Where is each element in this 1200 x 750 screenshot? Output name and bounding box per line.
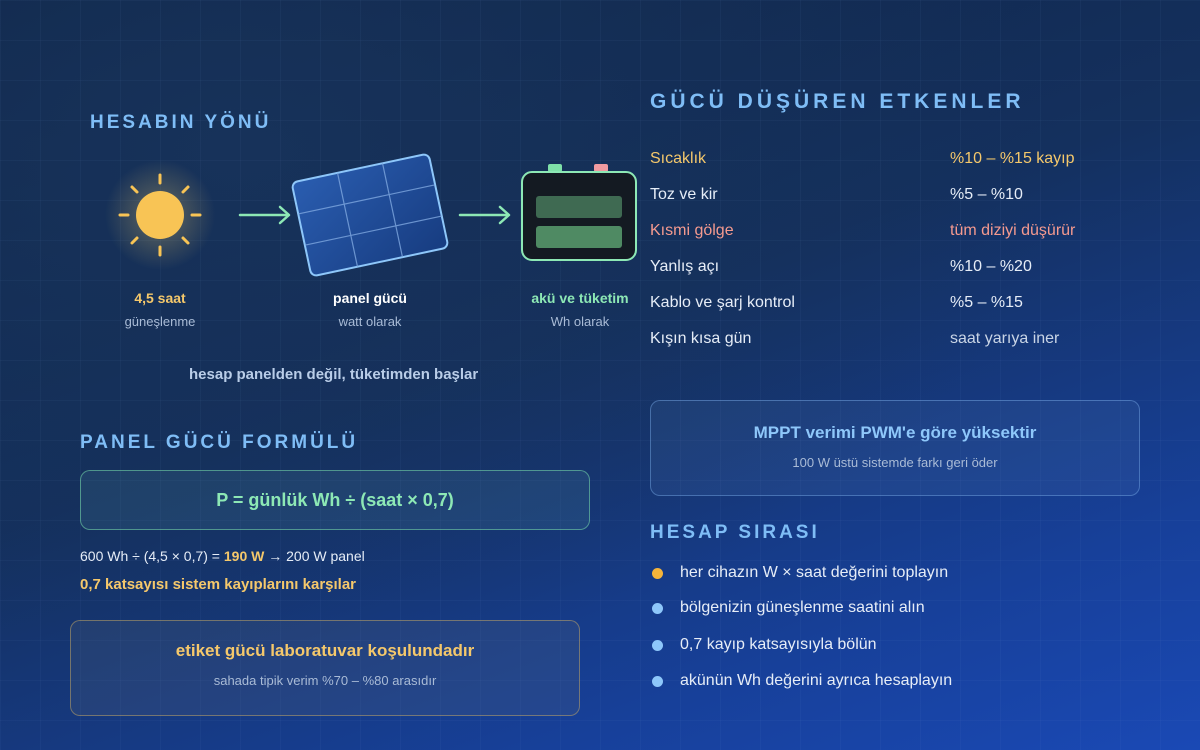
flow-panel-label: panel gücü watt olarak [290, 290, 450, 329]
factor-name: Toz ve kir [650, 186, 718, 203]
flow-sun-main: 4,5 saat [134, 290, 186, 306]
factor-value: tüm diziyi düşürür [950, 222, 1076, 239]
factor-value: %10 – %20 [950, 258, 1032, 275]
direction-note: hesap panelden değil, tüketimden başlar [189, 366, 479, 383]
flow-sun-label: 4,5 saat güneşlenme [80, 290, 240, 329]
factor-name: Kısmi gölge [650, 222, 734, 239]
formula-expression: P = günlük Wh ÷ (saat × 0,7) [216, 489, 454, 510]
sun-icon [105, 160, 215, 270]
bullet-dot-icon [652, 675, 663, 687]
section-title-direction: HESABIN YÖNÜ [90, 112, 272, 133]
factor-name: Sıcaklık [650, 150, 707, 167]
formula-note: 0,7 katsayısı sistem kayıplarını karşıla… [80, 576, 357, 593]
factor-value: %5 – %10 [950, 186, 1023, 203]
arrow-right-icon [238, 205, 291, 225]
step-text: her cihazın W × saat değerini toplayın [680, 564, 949, 581]
factor-value: %5 – %15 [950, 294, 1023, 311]
formula-box: P = günlük Wh ÷ (saat × 0,7) [80, 470, 590, 530]
bullet-dot-icon [652, 602, 663, 614]
section-title-factors: GÜCÜ DÜŞÜREN ETKENLER [650, 90, 1025, 113]
section-title-formula: PANEL GÜCÜ FORMÜLÜ [80, 432, 359, 453]
factor-name: Kışın kısa gün [650, 330, 752, 347]
battery-icon [521, 164, 637, 261]
mppt-sub: 100 W üstü sistemde farkı geri öder [792, 455, 998, 470]
factor-name: Kablo ve şarj kontrol [650, 294, 795, 311]
flow-battery-label: akü ve tüketim Wh olarak [500, 290, 660, 329]
calc-prefix: 600 Wh ÷ (4,5 × 0,7) = [80, 548, 224, 564]
flow-battery-main: akü ve tüketim [531, 290, 629, 306]
solar-panel-icon [291, 153, 449, 277]
factor-name: Yanlış açı [650, 258, 720, 275]
mppt-title: MPPT verimi PWM'e göre yüksektir [753, 423, 1037, 442]
step-text: 0,7 kayıp katsayısıyla bölün [680, 636, 877, 653]
step-item: akünün Wh değerini ayrıca hesaplayın [652, 672, 952, 690]
arrow-right-icon [458, 205, 511, 225]
factor-value: saat yarıya iner [950, 330, 1060, 347]
label-box-sub: sahada tipik verim %70 – %80 arasıdır [213, 673, 437, 688]
section-title-order: HESAP SIRASI [650, 522, 820, 543]
step-item: 0,7 kayıp katsayısıyla bölün [652, 636, 877, 654]
flow-battery-sub: Wh olarak [550, 314, 610, 329]
label-power-box: etiket gücü laboratuvar koşulundadır sah… [70, 620, 580, 716]
step-text: bölgenizin güneşlenme saatini alın [680, 599, 925, 616]
flow-diagram [105, 153, 637, 277]
formula-calculation: 600 Wh ÷ (4,5 × 0,7) = 190 W → 200 W pan… [80, 548, 365, 564]
flow-panel-sub: watt olarak [338, 314, 402, 329]
flow-sun-sub: güneşlenme [124, 314, 196, 329]
bullet-dot-icon [652, 567, 663, 579]
step-text: akünün Wh değerini ayrıca hesaplayın [680, 672, 953, 689]
step-item: bölgenizin güneşlenme saatini alın [652, 599, 925, 617]
bullet-dot-icon [652, 639, 663, 651]
calc-result: 190 W [223, 548, 265, 564]
factor-value: %10 – %15 kayıp [950, 150, 1075, 167]
step-item: her cihazın W × saat değerini toplayın [652, 564, 948, 582]
flow-panel-main: panel gücü [333, 290, 407, 306]
mppt-box: MPPT verimi PWM'e göre yüksektir 100 W ü… [650, 400, 1140, 496]
label-box-title: etiket gücü laboratuvar koşulundadır [175, 641, 475, 660]
calc-suffix: → 200 W panel [264, 548, 365, 564]
